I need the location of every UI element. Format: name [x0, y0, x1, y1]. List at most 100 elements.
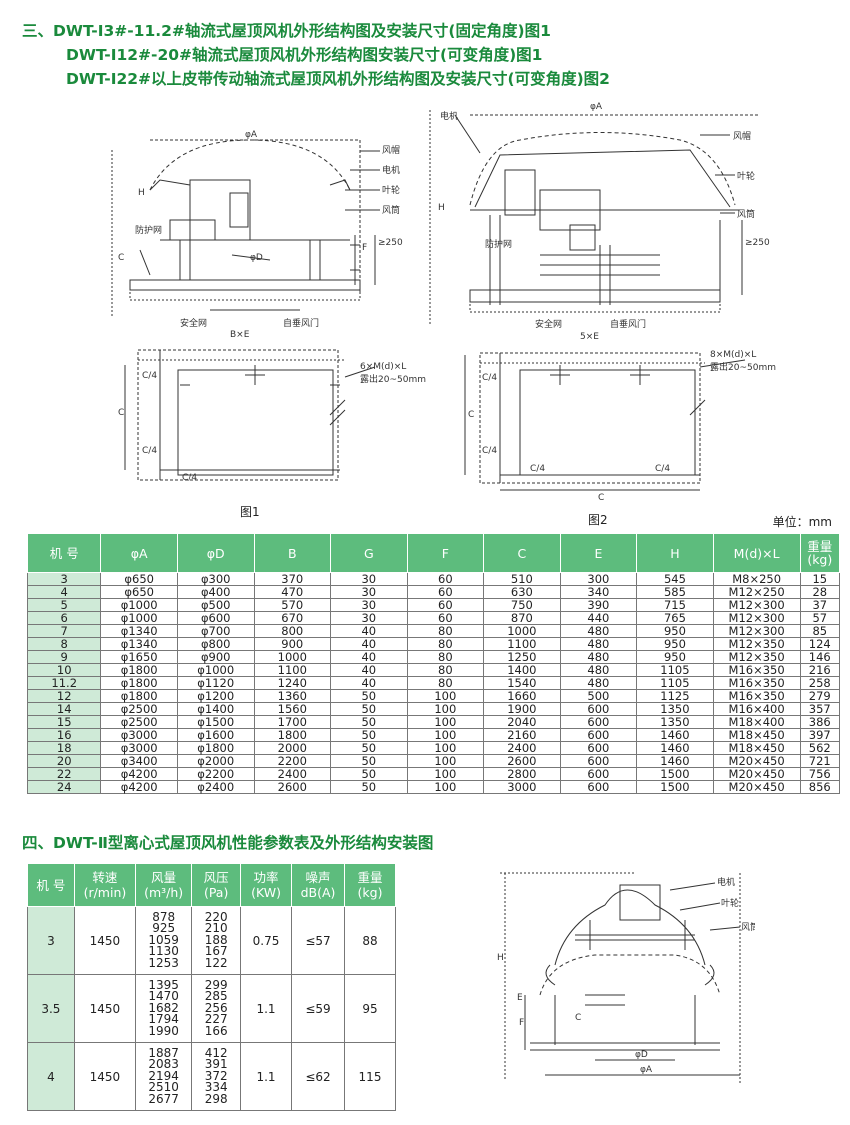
table-cell: 1105: [636, 663, 714, 677]
table2-header-cell: 重量(kg): [344, 863, 396, 907]
table-cell: 50: [330, 767, 408, 781]
table2-header-line1: 噪声: [305, 870, 331, 885]
fig2-duct-label: 风筒: [737, 208, 755, 220]
table-cell: φ2200: [176, 767, 255, 781]
unit-label: 单位：mm: [772, 515, 832, 529]
table-cell: 856: [799, 780, 841, 794]
fig2-plan: [464, 352, 746, 491]
table-cell: 100: [406, 728, 485, 742]
fig1-motor-label: 电机: [382, 164, 400, 176]
table-cell: 60: [406, 572, 485, 586]
table-cell: 11.2: [26, 676, 102, 690]
fig1-H-label: H: [138, 188, 145, 198]
fig2-Cbottom-label: C: [598, 493, 604, 503]
fig2-Cside-label: C: [468, 410, 474, 420]
table-cell: 100: [406, 780, 485, 794]
fig2-bolt2-label: 露出20~50mm: [710, 361, 776, 373]
table-cell-line: 1130: [148, 944, 179, 959]
table-cell: 15: [26, 715, 102, 729]
table-cell: 1500: [636, 780, 714, 794]
table-cell: 1125: [636, 689, 714, 703]
table-cell: φ2400: [176, 780, 255, 794]
table-cell: ≤62: [290, 1042, 346, 1111]
table-cell: 258: [799, 676, 841, 690]
table-cell: 1350: [636, 715, 714, 729]
table-cell: 6: [26, 611, 102, 625]
table2-header-line1: 风压: [203, 870, 229, 885]
table-cell: 585: [636, 585, 714, 599]
table1-header-cell: H: [636, 533, 714, 573]
fig2-C4c-label: C/4: [530, 464, 545, 474]
table-cell: φ4200: [100, 767, 178, 781]
table-cell: 630: [483, 585, 561, 599]
table-cell-line: 166: [204, 1023, 228, 1038]
table-cell: 14: [26, 702, 102, 716]
table-cell: φ1400: [176, 702, 255, 716]
table2-header-line1: 机 号: [36, 877, 66, 893]
table-cell: φ500: [176, 598, 255, 612]
table-cell: 1.1: [240, 974, 292, 1043]
table-cell: φ300: [176, 572, 255, 586]
table-cell: M8×250: [712, 572, 801, 586]
table-cell: M12×250: [712, 585, 801, 599]
section3-heading-line2: DWT-Ⅰ12#-20#轴流式屋顶风机外形结构图安装尺寸(可变角度)图1: [66, 46, 543, 64]
table-cell: ≤59: [290, 974, 346, 1043]
fig1-phiA-label: φA: [245, 130, 258, 140]
table-cell: M16×350: [712, 663, 801, 677]
table-cell: 10: [26, 663, 102, 677]
technical-drawings: φA 风帽 电机 叶轮 风筒 防护网 安全网 自垂风门 B×E φD F C H…: [111, 102, 776, 503]
table-cell: 30: [330, 598, 408, 612]
table-cell: φ700: [176, 624, 255, 638]
table-cell: 7: [26, 624, 102, 638]
table-cell: 1250: [483, 650, 561, 664]
table-cell: 80: [406, 676, 485, 690]
table-cell: 480: [559, 624, 638, 638]
table2-header-cell: 机 号: [27, 863, 75, 907]
table-cell: 357: [799, 702, 841, 716]
table-cell: 562: [799, 741, 841, 755]
table1-header-cell: 重量 (kg): [799, 533, 841, 573]
table-cell-line: 1682: [148, 1000, 179, 1015]
table-cell: 1100: [253, 663, 332, 677]
table2-header-line2: (Pa): [203, 885, 229, 900]
table-cell: 100: [406, 767, 485, 781]
table-cell: 480: [559, 676, 638, 690]
table-cell: 1000: [483, 624, 561, 638]
fig3-impeller-label: 叶轮: [721, 897, 739, 909]
table-cell-line: 256: [204, 1000, 228, 1015]
table-cell: 1560: [253, 702, 332, 716]
table2-header-cell: 功率(KW): [240, 863, 292, 907]
table-cell: 1900: [483, 702, 561, 716]
table-cell: 600: [559, 715, 638, 729]
table1-header-cell: 机 号: [26, 533, 102, 573]
table-cell: 1450: [73, 1042, 137, 1111]
table-cell: 1460: [636, 741, 714, 755]
fig1-C4b-label: C/4: [142, 446, 157, 456]
table-cell-line: 878: [152, 909, 176, 924]
table-cell: φ1600: [176, 728, 255, 742]
table-cell: 765: [636, 611, 714, 625]
table-cell: 4: [26, 585, 102, 599]
table-cell: φ2500: [100, 702, 178, 716]
table-cell: 60: [406, 598, 485, 612]
table-cell: 95: [344, 974, 396, 1043]
table-cell: 50: [330, 728, 408, 742]
table-cell: 500: [559, 689, 638, 703]
table-cell: 1100: [483, 637, 561, 651]
table-cell: φ650: [100, 572, 178, 586]
table-cell: 24: [26, 780, 102, 794]
table-cell: 390: [559, 598, 638, 612]
table-cell: φ2000: [176, 754, 255, 768]
table-cell: φ4200: [100, 780, 178, 794]
table-cell: 2600: [483, 754, 561, 768]
table-cell: M16×350: [712, 689, 801, 703]
